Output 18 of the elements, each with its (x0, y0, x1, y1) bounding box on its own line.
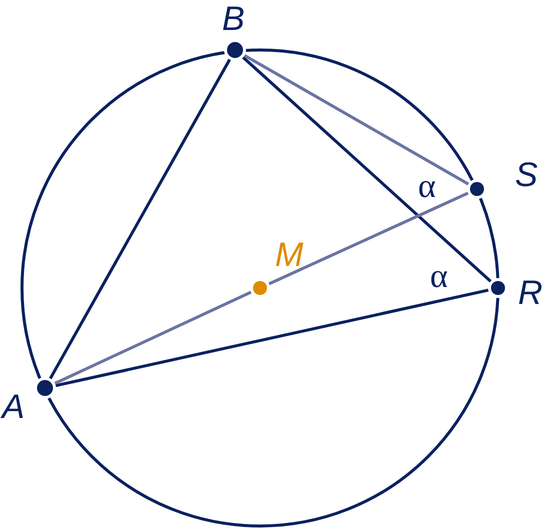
point-label: M (275, 238, 304, 272)
point-label: A (2, 390, 25, 424)
line-segment (241, 56, 492, 284)
line-segment (54, 288, 490, 388)
point-label: R (518, 276, 543, 310)
line-segment (268, 191, 470, 286)
point-label: S (515, 158, 538, 192)
point-dot (37, 380, 53, 396)
angle-label: α (418, 172, 436, 202)
angle-label: α (430, 262, 448, 292)
point-dot (253, 281, 267, 295)
line-segment (242, 54, 470, 186)
point-dot (227, 42, 243, 58)
line-segment (48, 58, 232, 380)
point-dot (470, 182, 484, 196)
point-dot (491, 281, 505, 295)
point-label: B (222, 2, 245, 36)
line-segment (53, 290, 252, 386)
